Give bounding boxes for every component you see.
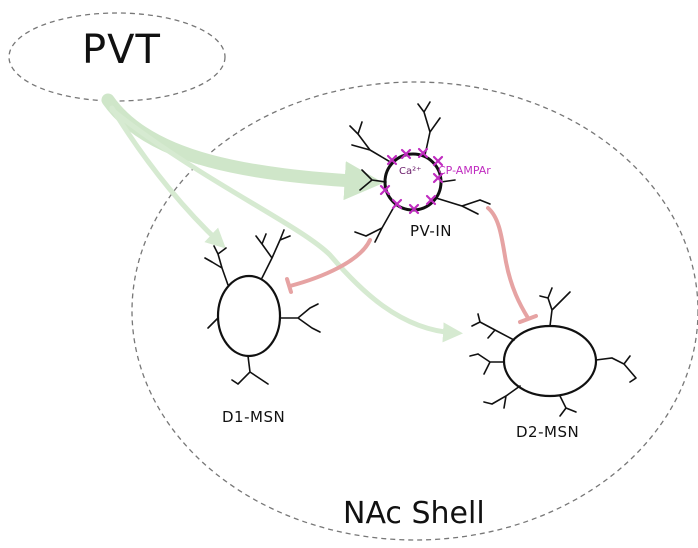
receptor-label: CP-AMPAr bbox=[438, 164, 491, 177]
pvt-to-d2-projection bbox=[109, 107, 463, 343]
pvin-to-d2-inhibition bbox=[486, 206, 530, 320]
pvt-to-d1-projection bbox=[109, 105, 226, 249]
pvin-to-d1-terminal bbox=[285, 277, 293, 294]
d2-msn-label: D2-MSN bbox=[516, 423, 580, 441]
d2-msn-neuron bbox=[469, 287, 637, 417]
pv-in-label: PV-IN bbox=[410, 222, 452, 240]
d1-msn-label: D1-MSN bbox=[222, 408, 286, 426]
cp-ampa-receptors bbox=[379, 147, 444, 215]
pvt-region bbox=[8, 12, 226, 102]
pvin-to-d2-terminal bbox=[518, 314, 538, 324]
calcium-label: Ca²⁺ bbox=[399, 166, 422, 177]
d1-msn-neuron bbox=[204, 229, 321, 385]
nac-shell-region bbox=[131, 81, 698, 541]
pvin-to-d1-inhibition bbox=[288, 238, 372, 288]
nac-shell-label: NAc Shell bbox=[343, 496, 485, 531]
pvt-label: PVT bbox=[82, 27, 161, 73]
pvt-to-pvin-projection bbox=[101, 93, 384, 201]
